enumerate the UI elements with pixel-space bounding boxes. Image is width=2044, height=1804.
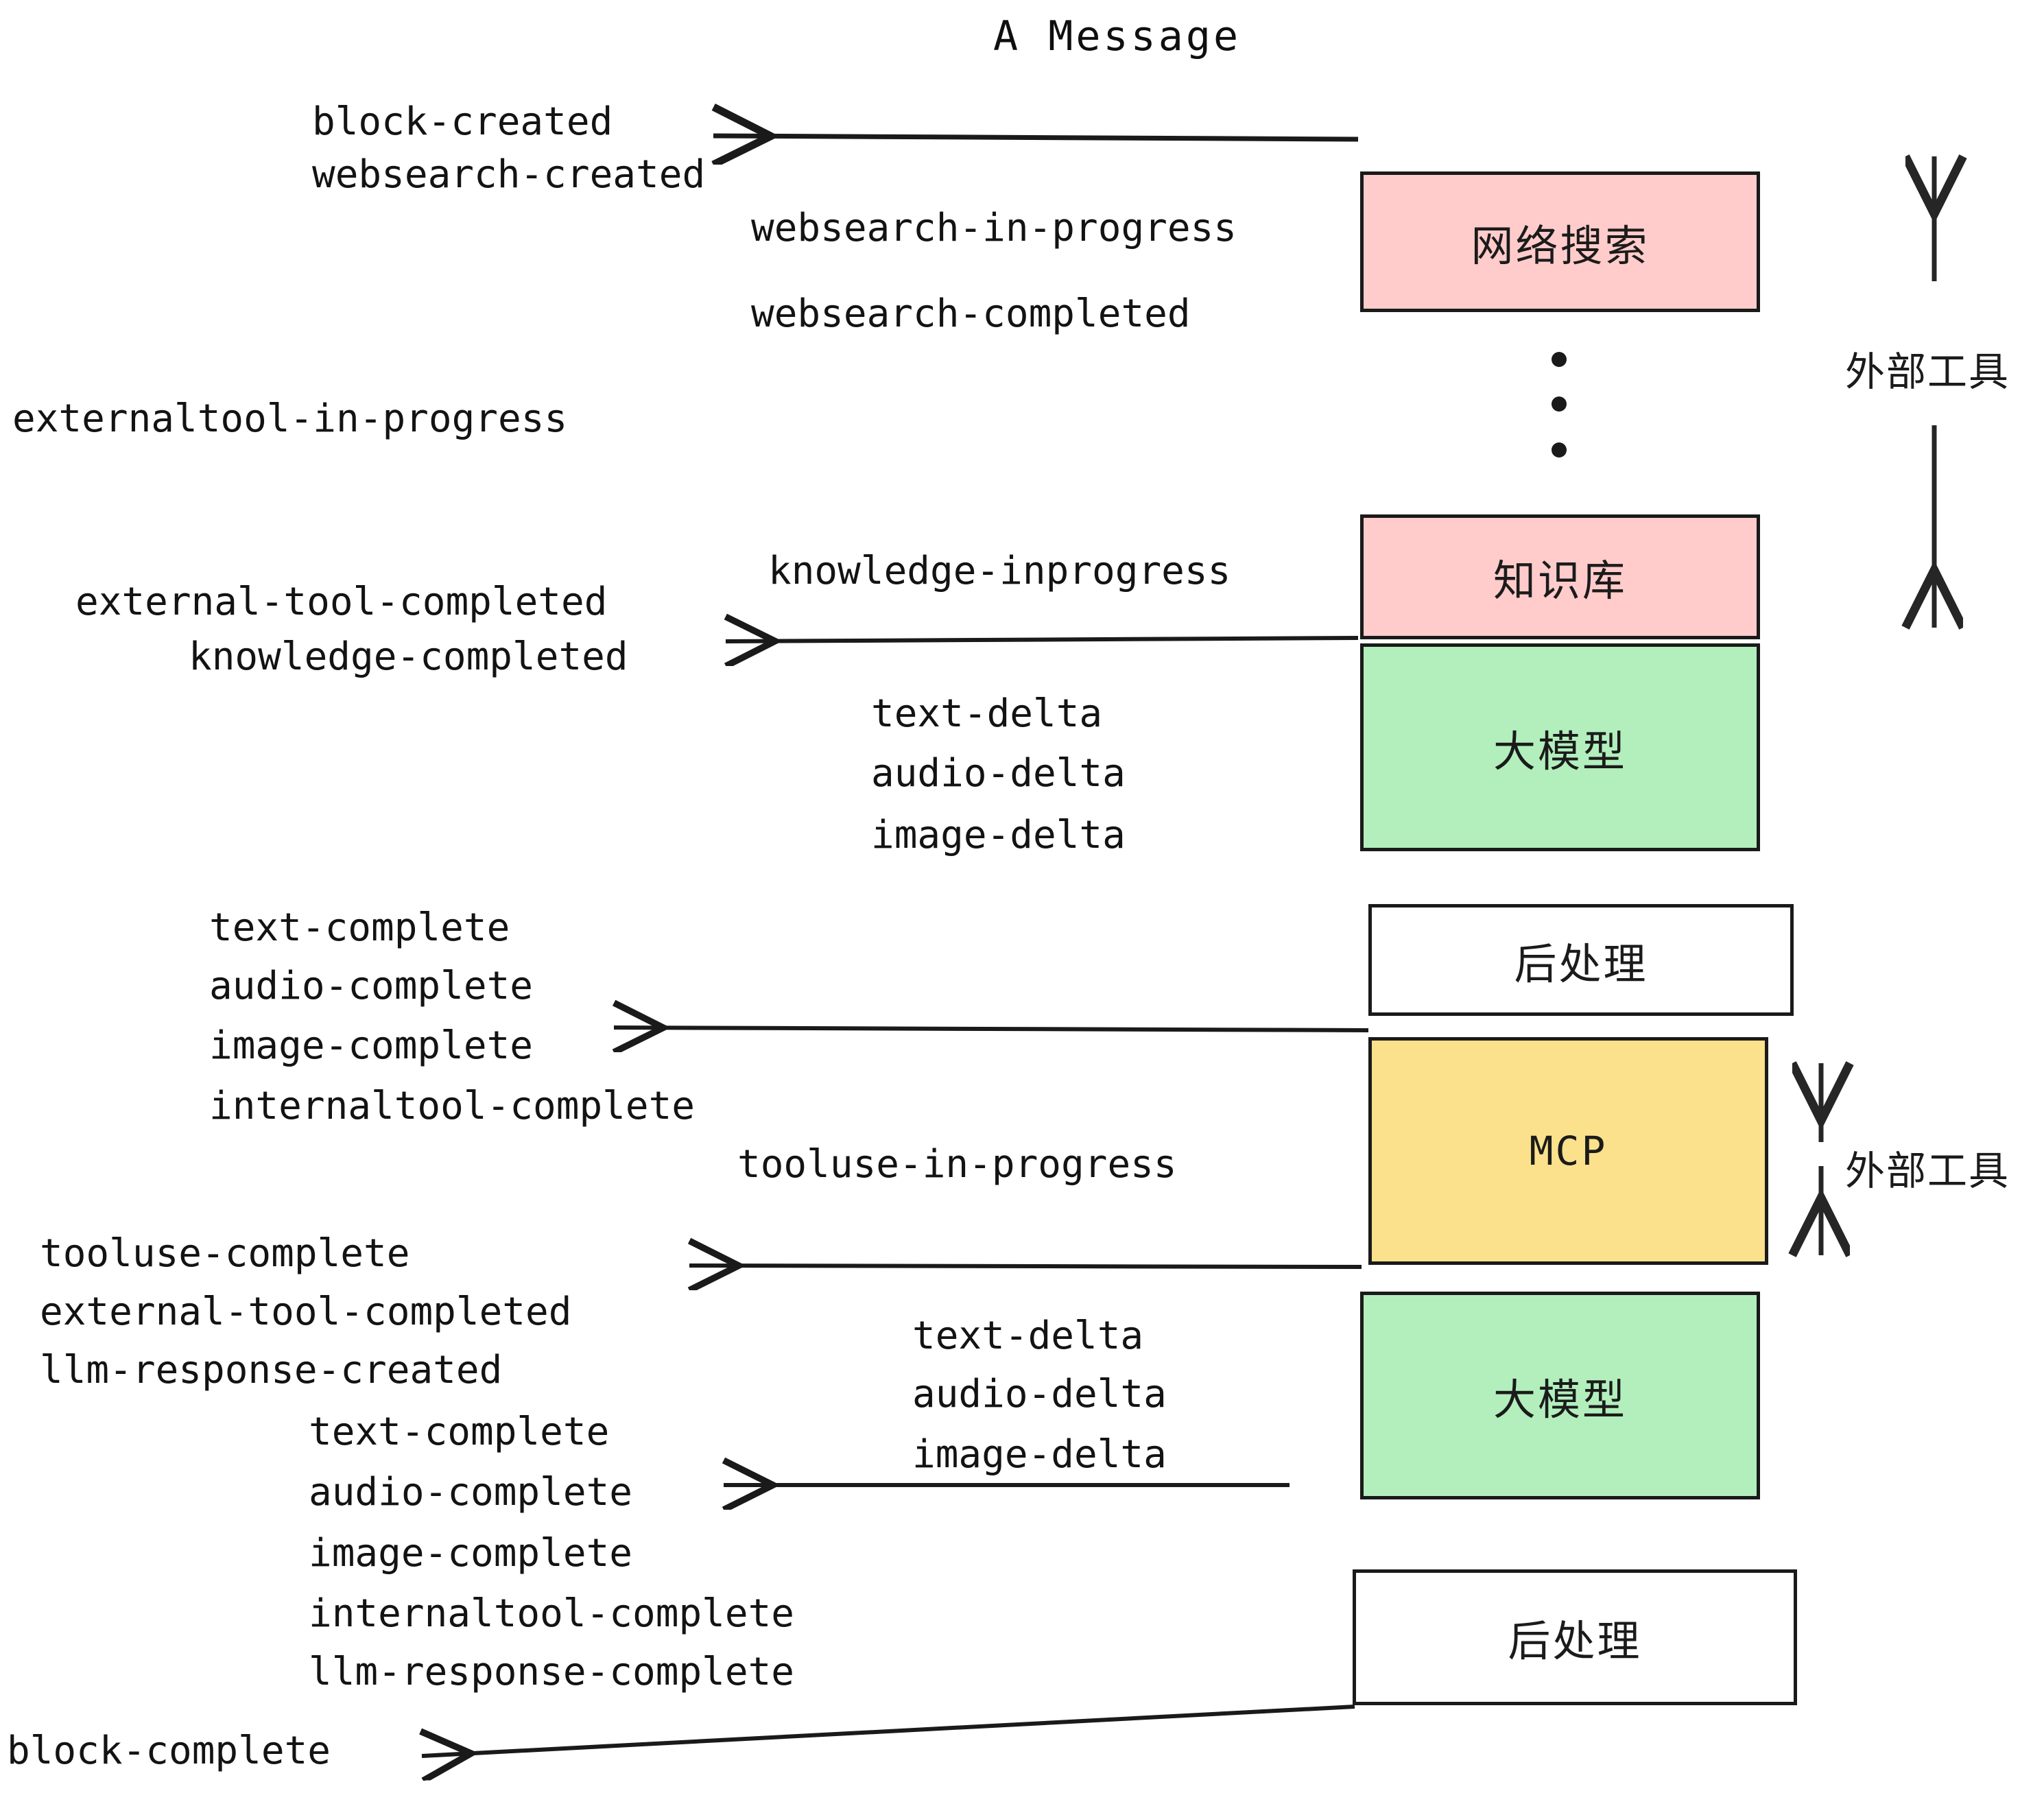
- side-label-external-tools-bottom: 外部工具: [1845, 1148, 2010, 1194]
- event-label-tooluse-complete: tooluse-complete: [40, 1231, 410, 1276]
- event-label-image-delta-1: image-delta: [871, 813, 1126, 857]
- page-title: A Message: [993, 12, 1241, 60]
- box-mcp-box[interactable]: MCP: [1368, 1037, 1768, 1265]
- arrow-websearch-to-created: [713, 136, 1359, 139]
- event-label-image-complete-2: image-complete: [309, 1531, 633, 1576]
- event-label-tooluse-in-progress: tooluse-in-progress: [737, 1142, 1177, 1187]
- arrow-mcp-to-tooluse-complete: [689, 1266, 1362, 1267]
- ellipsis-dot-3: [1552, 442, 1567, 458]
- event-label-websearch-completed: websearch-completed: [751, 292, 1191, 336]
- event-label-text-complete-2: text-complete: [309, 1410, 610, 1454]
- arrow-knowledge-to-completed: [726, 638, 1359, 641]
- event-label-externaltool-in-progress: externaltool-in-progress: [12, 396, 568, 441]
- event-label-llm-response-created: llm-response-created: [40, 1348, 503, 1392]
- box-llm-box-2[interactable]: 大模型: [1360, 1292, 1760, 1499]
- box-llm-box-1[interactable]: 大模型: [1360, 643, 1760, 851]
- event-label-audio-complete-1: audio-complete: [209, 964, 534, 1008]
- ellipsis-dot-1: [1552, 352, 1567, 367]
- event-label-external-tool-completed-1: external-tool-completed: [75, 580, 608, 624]
- ellipsis-dot-2: [1552, 396, 1567, 412]
- event-label-text-delta-1: text-delta: [871, 691, 1103, 736]
- event-label-text-complete-1: text-complete: [209, 905, 510, 950]
- event-label-block-complete: block-complete: [7, 1729, 331, 1773]
- side-label-external-tools-top: 外部工具: [1845, 348, 2010, 395]
- event-label-audio-complete-2: audio-complete: [309, 1470, 633, 1515]
- event-label-knowledge-inprogress: knowledge-inprogress: [768, 549, 1231, 593]
- arrow-postprocess-to-block-complete: [422, 1705, 1355, 1756]
- event-label-image-delta-2: image-delta: [912, 1432, 1167, 1477]
- event-label-knowledge-completed: knowledge-completed: [189, 634, 628, 679]
- box-websearch-box[interactable]: 网络搜索: [1360, 171, 1760, 312]
- event-label-internaltool-complete-2: internaltool-complete: [309, 1591, 795, 1636]
- event-label-external-tool-completed-2: external-tool-completed: [40, 1290, 572, 1334]
- event-label-text-delta-2: text-delta: [912, 1314, 1144, 1358]
- event-label-image-complete-1: image-complete: [209, 1023, 534, 1068]
- arrow-postprocess-to-image-complete: [614, 1028, 1369, 1030]
- box-postprocess-box-2[interactable]: 后处理: [1353, 1569, 1797, 1705]
- box-postprocess-box-1[interactable]: 后处理: [1368, 904, 1794, 1016]
- event-label-websearch-in-progress: websearch-in-progress: [751, 206, 1237, 250]
- event-label-internaltool-complete-1: internaltool-complete: [209, 1084, 696, 1128]
- event-label-websearch-created: websearch-created: [312, 152, 706, 197]
- box-knowledge-box[interactable]: 知识库: [1360, 514, 1760, 639]
- event-label-audio-delta-2: audio-delta: [912, 1372, 1167, 1416]
- event-label-block-created: block-created: [312, 99, 613, 144]
- event-label-llm-response-complete: llm-response-complete: [309, 1650, 795, 1694]
- event-label-audio-delta-1: audio-delta: [871, 751, 1126, 796]
